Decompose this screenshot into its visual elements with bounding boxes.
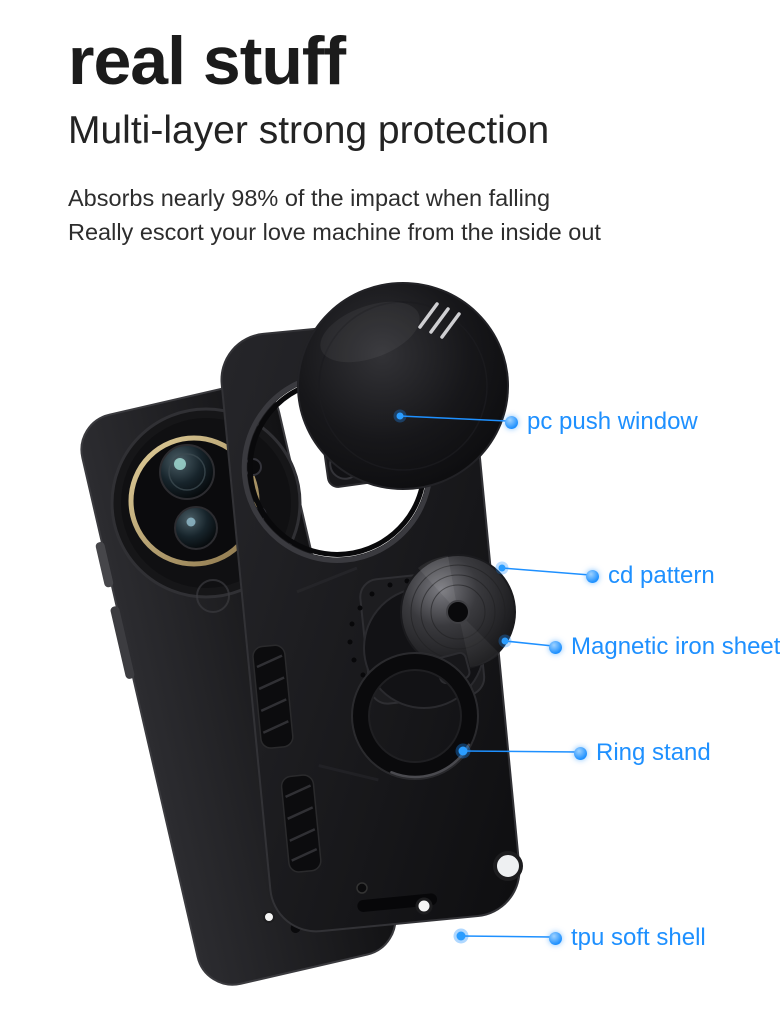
camera-lens-top: [159, 444, 215, 500]
case-holes: [263, 851, 523, 923]
callout-dot-icon: [505, 415, 518, 429]
callout-magnetic-iron-sheet: Magnetic iron sheet: [549, 633, 780, 661]
page-title: real stuff: [68, 23, 346, 99]
page-subtitle: Multi-layer strong protection: [68, 109, 550, 153]
phone-power-button: [110, 606, 135, 679]
ring-stand: [351, 652, 479, 780]
callout-dot-icon: [574, 746, 587, 760]
camera-lens-bottom: [174, 506, 218, 550]
description: Absorbs nearly 98% of the impact when fa…: [68, 182, 728, 250]
push-window-disc: [297, 282, 509, 490]
lanyard-hole: [493, 851, 523, 881]
callout-dot-icon: [586, 569, 599, 583]
callout-lines: [399, 415, 591, 938]
callout-line-ring-stand: [462, 750, 579, 753]
callout-label: cd pattern: [608, 562, 715, 589]
grip-ridge-1: [252, 644, 294, 749]
callout-label: tpu soft shell: [571, 924, 706, 951]
callout-ring-stand: Ring stand: [574, 739, 711, 767]
grip-ridge-2: [280, 774, 322, 873]
callout-line-magnetic-iron-sheet: [504, 640, 554, 647]
cd-pattern-disc: [400, 554, 516, 670]
dot-pattern: [347, 578, 410, 690]
callout-label: Magnetic iron sheet: [571, 633, 780, 660]
callout-label: pc push window: [527, 408, 698, 435]
callout-pc-push-window: pc push window: [505, 408, 698, 436]
callout-line-tpu-soft-shell: [460, 935, 552, 938]
callout-tpu-soft-shell: tpu soft shell: [549, 924, 706, 952]
callout-dot-icon: [549, 640, 562, 654]
ring-stand-assembly: [347, 554, 516, 780]
header: real stuff Multi-layer strong protection…: [68, 23, 728, 250]
callout-line-cd-pattern: [501, 567, 591, 576]
callout-dot-icon: [549, 931, 562, 945]
callout-cd-pattern: cd pattern: [586, 562, 715, 590]
phone-volume-button: [95, 542, 114, 588]
callout-line-pc-push-window: [399, 415, 508, 422]
description-line-1: Absorbs nearly 98% of the impact when fa…: [68, 185, 551, 212]
callout-label: Ring stand: [596, 739, 711, 766]
callout-anchor-dots: [393, 409, 512, 944]
grip-dashes: [418, 302, 461, 339]
description-line-2: Really escort your love machine from the…: [68, 219, 601, 246]
